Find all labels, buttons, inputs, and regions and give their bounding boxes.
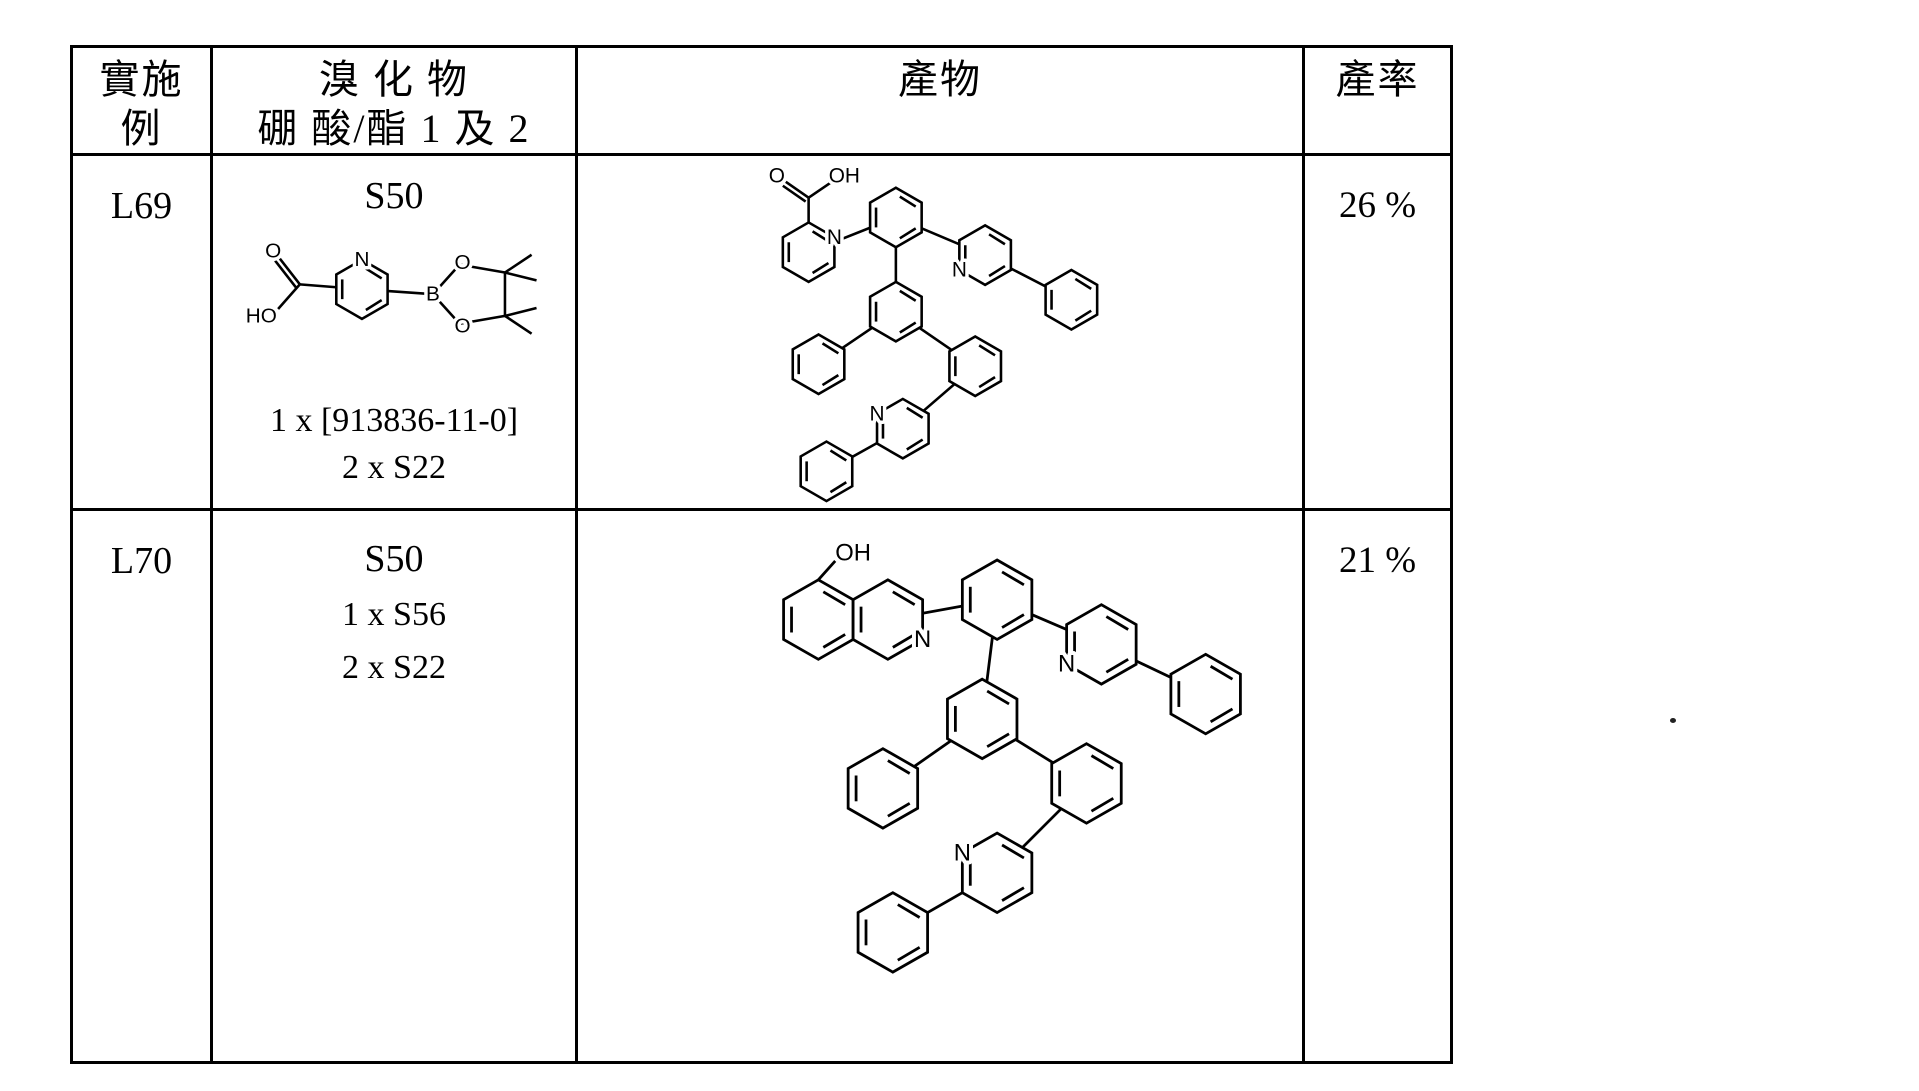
central-benzene-ring	[868, 280, 923, 343]
reagent-code: S50	[364, 175, 424, 217]
atom-label-N-bottom: N	[954, 839, 971, 866]
cell-yield-l69: 26 %	[1305, 156, 1450, 511]
atom-label-carbonyl-O: O	[265, 239, 281, 262]
central-benzene-ring	[946, 677, 1019, 760]
phenyl-bottom-ring	[856, 891, 929, 974]
product-l70-structure-diagram: OH N N N	[782, 536, 1242, 974]
reagent-note-2: 2 x S22	[342, 649, 446, 686]
atom-label-OH: OH	[835, 540, 871, 567]
phenyl-right-ring	[1044, 268, 1099, 331]
header-product-label: 產物	[898, 57, 982, 102]
header-example-line2: 例	[120, 105, 163, 151]
atom-label-O-bottom: O	[454, 314, 470, 337]
pyridine-right-ring	[1065, 603, 1138, 686]
example-id: L70	[110, 540, 173, 582]
header-bromide-line1: 溴 化 物	[319, 57, 469, 102]
phenylene-top-ring	[868, 186, 923, 249]
results-table: 實施 例 溴 化 物 硼 酸/酯 1 及 2 產物 產率 L69 S50	[70, 45, 1453, 1064]
pyridine-right-ring	[958, 224, 1013, 287]
cell-product-l69: O OH N N N	[578, 156, 1305, 511]
yield-value: 26 %	[1338, 185, 1417, 226]
product-l69-structure-diagram: O OH N N N	[765, 161, 1099, 503]
atom-label-N: N	[354, 248, 369, 271]
bonds	[274, 253, 537, 335]
cell-reagent-l70: S50 1 x S56 2 x S22	[213, 511, 578, 1061]
header-yield-label: 產率	[1335, 57, 1420, 102]
rings	[782, 558, 1242, 974]
phenylene-lower-left-ring	[791, 333, 846, 396]
atom-label-O: O	[769, 164, 785, 187]
atom-label-B: B	[426, 283, 440, 306]
atom-labels: O HO N B O O	[242, 236, 474, 341]
atom-label-N-top: N	[827, 226, 842, 249]
atom-label-HO: HO	[246, 304, 277, 327]
cell-reagent-l69: S50 O HO N	[213, 156, 578, 511]
phenylene-lower-left-ring	[846, 747, 920, 830]
header-bromide-col: 溴 化 物 硼 酸/酯 1 及 2	[213, 48, 578, 156]
reagent-code: S50	[364, 538, 424, 580]
atom-label-N-right: N	[1058, 651, 1075, 678]
atom-label-N-quinoline: N	[914, 626, 931, 653]
phenylene-lower-right-ring	[1050, 742, 1123, 825]
atom-label-O-top: O	[454, 251, 470, 274]
atom-label-N-bottom: N	[870, 402, 885, 425]
quinoline-ring-b	[851, 578, 925, 661]
quinoline-ring-a	[782, 578, 855, 661]
phenylene-top-ring	[960, 558, 1034, 641]
header-example-col: 實施 例	[73, 48, 213, 156]
cell-example-l70: L70	[73, 511, 213, 1061]
atom-labels: O OH N N N	[765, 161, 970, 429]
cell-yield-l70: 21 %	[1305, 511, 1450, 1061]
phenylene-lower-right-ring	[948, 335, 1003, 398]
header-bromide-line2: 硼 酸/酯 1 及 2	[257, 105, 531, 151]
atom-label-OH: OH	[829, 164, 860, 187]
reagent-note-1: 1 x [913836-11-0]	[269, 402, 519, 439]
phenyl-right-ring	[1169, 652, 1242, 736]
reagent-note-2: 2 x S22	[342, 449, 446, 486]
s50-structure-diagram: O HO N B O O	[242, 236, 537, 341]
atom-labels: OH N N N	[831, 536, 1079, 871]
pyridine-bottom-ring	[960, 831, 1034, 914]
header-example-line1: 實施	[99, 57, 184, 102]
cell-example-l69: L69	[73, 156, 213, 511]
pyridine-bottom-ring	[875, 397, 930, 460]
reagent-note-1: 1 x S56	[342, 596, 446, 633]
example-id: L69	[110, 185, 173, 227]
yield-value: 21 %	[1338, 540, 1417, 581]
header-yield-col: 產率	[1305, 48, 1450, 156]
header-product-col: 產物	[578, 48, 1305, 156]
scan-artifact-dot	[1670, 718, 1676, 723]
atom-label-N-right: N	[952, 259, 967, 282]
phenyl-bottom-ring	[799, 440, 854, 503]
cell-product-l70: OH N N N	[578, 511, 1305, 1061]
